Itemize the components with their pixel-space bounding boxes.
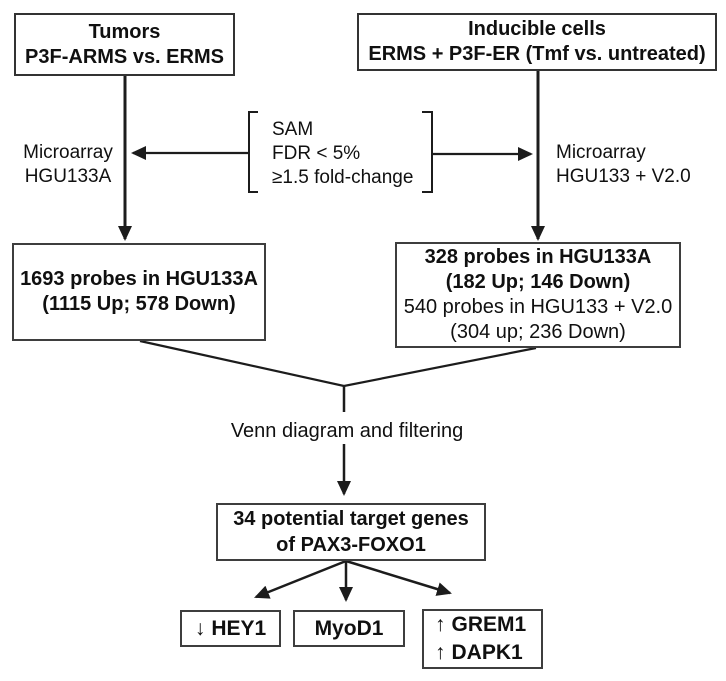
bracket-right (422, 111, 433, 193)
sam-criteria-label: SAM FDR < 5% ≥1.5 fold-change (272, 118, 413, 190)
grem1-dapk1-box: ↑ GREM1 ↑ DAPK1 (422, 609, 543, 669)
up-arrow-icon: ↑ (435, 613, 446, 636)
target-genes-line1: 34 potential target genes (233, 508, 469, 530)
myod1-label: MyoD1 (314, 616, 384, 640)
inducible-result-line4: (304 up; 236 Down) (450, 321, 626, 343)
dapk1-label: DAPK1 (451, 641, 523, 664)
microarray-left-line2: HGU133A (24, 166, 112, 187)
inducible-result-line3: 540 probes in HGU133 + V2.0 (403, 296, 673, 318)
inducible-cells-box: Inducible cells ERMS + P3F-ER (Tmf vs. u… (357, 13, 717, 71)
bracket-left (248, 111, 258, 193)
microarray-right-label: Microarray HGU133 + V2.0 (556, 141, 691, 189)
tumors-box-title: Tumors (88, 20, 161, 43)
microarray-left-label: Microarray HGU133A (8, 141, 128, 189)
up-arrow-icon: ↑ (435, 641, 446, 664)
target-genes-line2: of PAX3-FOXO1 (276, 534, 426, 556)
down-arrow-icon: ↓ (194, 616, 206, 640)
hey1-box: ↓ HEY1 (180, 610, 281, 647)
tumors-box: Tumors P3F-ARMS vs. ERMS (14, 13, 235, 76)
sam-criteria-line2: FDR < 5% (272, 143, 361, 164)
inducible-result-line1: 328 probes in HGU133A (424, 246, 652, 268)
tumors-result-line1: 1693 probes in HGU133A (20, 268, 258, 290)
target-genes-box: 34 potential target genes of PAX3-FOXO1 (216, 503, 486, 561)
arrow-to-hey1 (254, 559, 347, 599)
tumors-result-box: 1693 probes in HGU133A (1115 Up; 578 Dow… (12, 243, 266, 341)
arrow-to-grem1-dapk1 (345, 559, 452, 596)
microarray-right-line2: HGU133 + V2.0 (556, 166, 691, 187)
sam-criteria-line3: ≥1.5 fold-change (272, 167, 414, 188)
myod1-box: MyoD1 (293, 610, 405, 647)
venn-filtering-label: Venn diagram and filtering (230, 420, 464, 442)
microarray-left-line1: Microarray (23, 142, 113, 163)
tumors-result-line2: (1115 Up; 578 Down) (42, 293, 236, 315)
grem1-label: GREM1 (451, 613, 527, 636)
inducible-result-line2: (182 Up; 146 Down) (445, 271, 631, 293)
hey1-label: HEY1 (211, 616, 267, 640)
inducible-result-box: 328 probes in HGU133A (182 Up; 146 Down)… (395, 242, 681, 348)
microarray-right-line1: Microarray (556, 142, 646, 163)
inducible-box-comparison: ERMS + P3F-ER (Tmf vs. untreated) (368, 43, 706, 65)
inducible-box-title: Inducible cells (468, 18, 606, 40)
tumors-box-comparison: P3F-ARMS vs. ERMS (25, 45, 224, 68)
sam-criteria-line1: SAM (272, 119, 314, 140)
